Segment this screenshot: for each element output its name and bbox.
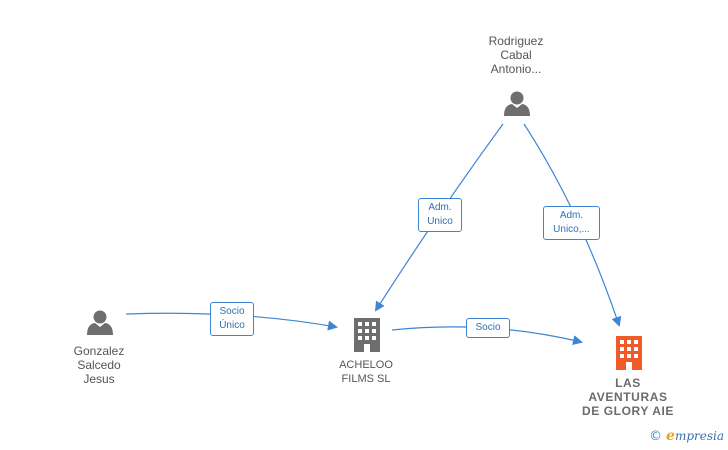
building-icon-highlighted[interactable] <box>616 336 642 370</box>
building-icon[interactable] <box>354 318 380 352</box>
copyright-icon: © <box>649 429 663 444</box>
edge-label-adm-unico: Adm. Unico <box>418 198 462 232</box>
person-icon[interactable] <box>87 310 113 336</box>
edge-label-adm-unico-multi: Adm. Unico,... <box>543 206 600 240</box>
brand-name: mpresia <box>674 429 724 443</box>
person-icon[interactable] <box>504 91 530 117</box>
node-label-las-aventuras[interactable]: LAS AVENTURAS DE GLORY AIE <box>581 376 675 418</box>
brand-initial: e <box>666 428 675 444</box>
edge-label-socio: Socio <box>466 318 510 338</box>
node-label-acheloo[interactable]: ACHELOO FILMS SL <box>339 359 393 385</box>
edge-label-socio-unico: Socio Único <box>210 302 254 336</box>
node-label-rodriguez[interactable]: Rodriguez Cabal Antonio... <box>488 34 544 76</box>
empresia-logo[interactable]: ©empresia <box>649 428 724 444</box>
node-label-gonzalez[interactable]: Gonzalez Salcedo Jesus <box>73 344 125 386</box>
